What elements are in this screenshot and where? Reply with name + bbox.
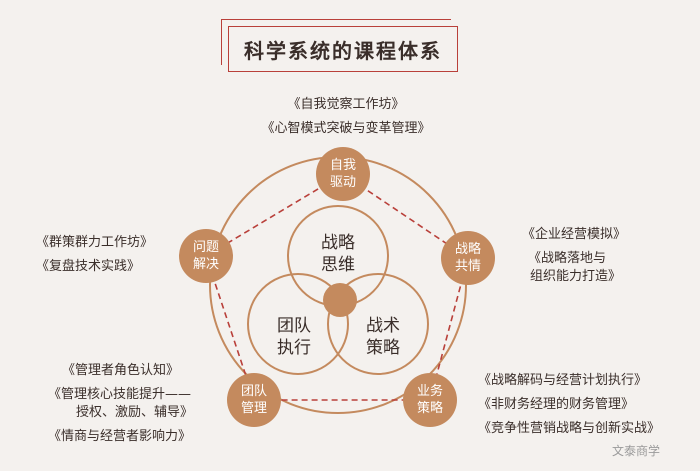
venn-circle-right [327, 273, 429, 375]
venn-circle-left [247, 273, 349, 375]
node-label-bottom-right: 业务策略 [416, 384, 443, 416]
page-title: 科学系统的课程体系 [244, 38, 442, 63]
center-label-team-execution: 团队执行 [277, 316, 311, 358]
course-list-bottom-right: 《战略解码与经营计划执行》 《非财务经理的财务管理》 《竞争性营销战略与创新实战… [478, 373, 661, 436]
watermark-text: 文泰商学 [612, 444, 661, 458]
node-label-top: 自我驱动 [329, 158, 356, 190]
node-circle-right [441, 231, 495, 285]
course-list-top: 《自我觉察工作坊》 [287, 97, 405, 112]
venn-center-dot [323, 283, 357, 317]
course-list-top-2: 《心智模式突破与变革管理》 [261, 121, 431, 136]
node-label-right: 战略共情 [454, 242, 481, 274]
course-list-left: 《群策群力工作坊》 《复盘技术实践》 [36, 235, 154, 274]
node-circle-bottom-right [403, 373, 457, 427]
node-label-bottom-left: 团队管理 [240, 384, 267, 416]
node-label-left: 问题解决 [192, 240, 219, 272]
center-label-strategic-thinking: 战略思维 [321, 233, 355, 275]
title-frame: 科学系统的课程体系 [221, 19, 458, 72]
course-list-bottom-left: 《管理者角色认知》 《管理核心技能提升—— 授权、激励、辅导》 《情商与经营者影… [48, 363, 194, 444]
node-circle-bottom-left [227, 373, 281, 427]
node-circle-top [316, 147, 370, 201]
node-circle-left [179, 229, 233, 283]
center-label-tactics: 战术策略 [366, 316, 400, 358]
course-list-right: 《企业经营模拟》 《战略落地与 组织能力打造》 [522, 227, 627, 284]
